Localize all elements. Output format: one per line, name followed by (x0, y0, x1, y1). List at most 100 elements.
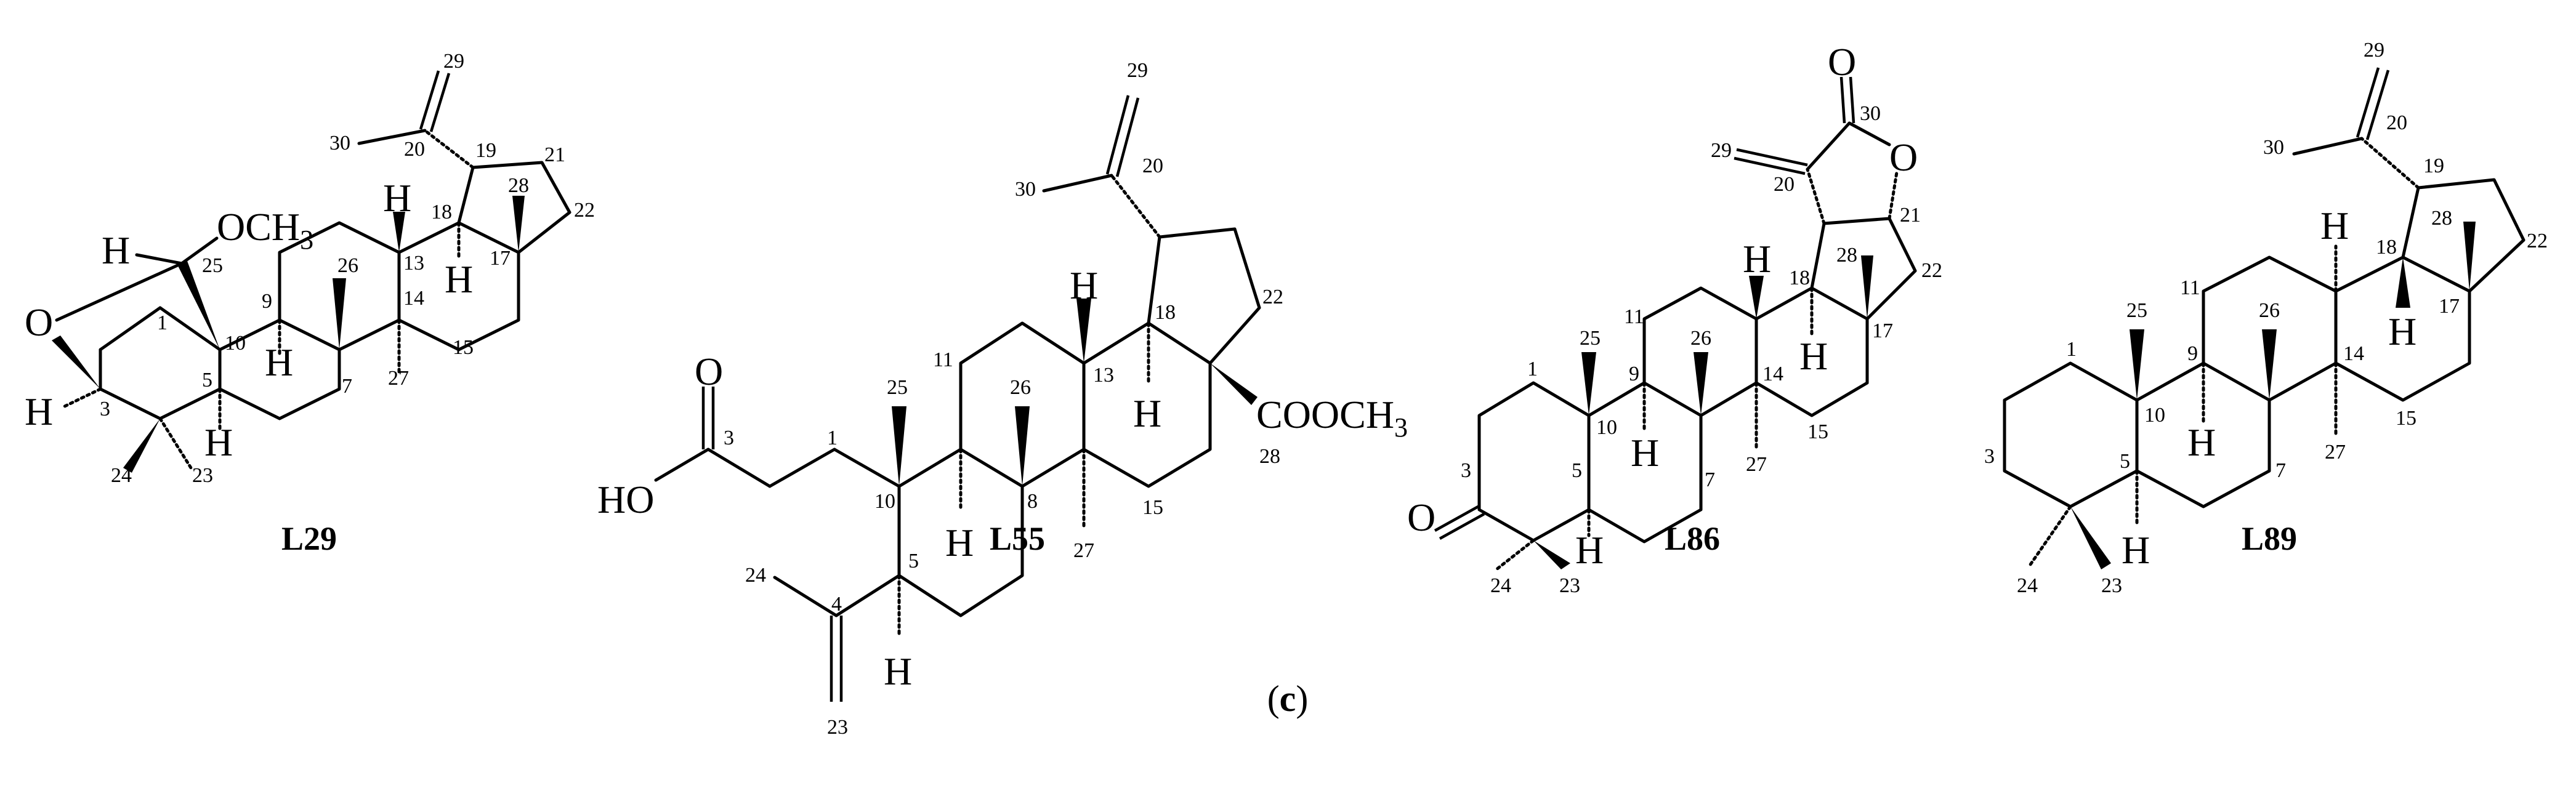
hydrogen-13: H (1070, 263, 1098, 307)
hydrogen-5: H (1575, 528, 1604, 572)
svg-text:11: 11 (933, 348, 953, 371)
svg-text:21: 21 (1900, 204, 1921, 227)
svg-text:27: 27 (2325, 441, 2346, 464)
svg-text:19: 19 (2423, 155, 2444, 177)
svg-text:22: 22 (2527, 230, 2548, 252)
svg-text:9: 9 (262, 290, 272, 313)
ketone-oxygen: O (1407, 496, 1435, 539)
svg-text:15: 15 (1142, 496, 1163, 519)
hydrogen-18: H (1799, 334, 1828, 378)
svg-text:10: 10 (874, 490, 895, 513)
svg-text:20: 20 (1142, 155, 1163, 177)
svg-text:5: 5 (908, 550, 919, 572)
svg-text:5: 5 (1572, 459, 1582, 482)
svg-text:30: 30 (2263, 136, 2284, 159)
hydrogen-5: H (884, 649, 912, 693)
compound-L86-structure: O O O H H H H 1 3 5 7 9 10 11 14 15 17 1… (1407, 40, 1942, 597)
svg-text:25: 25 (1580, 327, 1601, 350)
svg-text:11: 11 (2180, 276, 2200, 299)
svg-text:7: 7 (342, 375, 352, 398)
svg-text:3: 3 (1461, 459, 1471, 482)
lactone-carbonyl-oxygen: O (1828, 40, 1856, 84)
hydrogen-13: H (383, 176, 411, 220)
svg-text:30: 30 (1015, 178, 1036, 201)
hydrogen-9: H (265, 340, 293, 384)
hydrogen-18: H (1133, 391, 1161, 435)
svg-text:27: 27 (1746, 453, 1767, 476)
svg-text:28: 28 (1259, 445, 1280, 468)
svg-text:15: 15 (2396, 407, 2417, 430)
svg-text:20: 20 (404, 138, 425, 161)
svg-text:14: 14 (1762, 363, 1783, 385)
svg-text:3: 3 (724, 427, 734, 449)
compound-label-L86: L86 (1665, 520, 1720, 557)
svg-text:10: 10 (2144, 404, 2165, 427)
ring-oxygen: O (25, 300, 53, 344)
locant-labels-L29: 1 3 5 7 9 10 13 14 15 17 18 19 20 21 22 … (100, 50, 595, 487)
hydrogen-9: H (1631, 431, 1659, 475)
svg-text:10: 10 (1596, 416, 1617, 439)
svg-text:23: 23 (2101, 574, 2122, 597)
svg-text:22: 22 (1262, 286, 1283, 308)
hydrogen-18: H (2388, 310, 2417, 353)
hydrogen-9: H (945, 521, 974, 564)
compound-label-L29: L29 (281, 520, 337, 557)
svg-text:19: 19 (475, 139, 496, 162)
acid-hydroxyl: HO (597, 478, 654, 521)
svg-text:29: 29 (2364, 39, 2384, 62)
svg-text:9: 9 (2187, 342, 2198, 365)
svg-text:18: 18 (431, 201, 452, 223)
hydrogen-3: H (25, 390, 53, 433)
compound-L29-structure: O OCH3 H H H H H H 1 3 5 7 9 10 13 14 15… (25, 50, 595, 557)
svg-text:14: 14 (2343, 342, 2364, 365)
hydrogen-13: H (1743, 237, 1771, 281)
svg-text:25: 25 (887, 376, 908, 399)
svg-text:30: 30 (329, 132, 350, 155)
locant-labels-L86: 1 3 5 7 9 10 11 14 15 17 18 20 21 22 23 … (1461, 102, 1942, 597)
svg-text:29: 29 (443, 50, 464, 73)
svg-text:13: 13 (1093, 364, 1114, 387)
svg-text:25: 25 (202, 254, 223, 277)
compound-label-L89: L89 (2242, 520, 2297, 557)
locant-labels-L89: 1 3 5 7 9 10 11 14 15 17 18 19 20 22 23 … (1984, 39, 2548, 597)
svg-text:26: 26 (2259, 299, 2280, 322)
hydrogen-5: H (2122, 528, 2150, 572)
hydrogen-5: H (204, 420, 233, 464)
svg-text:24: 24 (111, 464, 132, 487)
svg-text:22: 22 (574, 199, 595, 222)
svg-text:18: 18 (1155, 301, 1176, 324)
methyl-ester-group: COOCH3 (1256, 393, 1408, 443)
svg-text:27: 27 (1073, 539, 1094, 562)
svg-text:14: 14 (403, 287, 424, 310)
hydrogen-9: H (2187, 420, 2216, 464)
svg-text:25: 25 (2126, 299, 2147, 322)
panel-label: (c) (1267, 678, 1309, 719)
svg-text:17: 17 (490, 247, 511, 270)
svg-text:30: 30 (1860, 102, 1881, 125)
svg-text:28: 28 (2431, 207, 2452, 230)
hydrogen-18: H (445, 257, 473, 301)
svg-text:23: 23 (1559, 574, 1580, 597)
svg-text:11: 11 (1624, 305, 1644, 328)
svg-text:1: 1 (157, 311, 168, 334)
svg-text:18: 18 (2376, 236, 2397, 259)
svg-text:18: 18 (1789, 267, 1810, 289)
svg-text:28: 28 (508, 174, 529, 197)
svg-text:23: 23 (827, 716, 848, 739)
svg-text:1: 1 (2066, 338, 2077, 361)
svg-text:29: 29 (1127, 59, 1148, 82)
svg-text:26: 26 (1010, 376, 1031, 399)
svg-text:7: 7 (1705, 468, 1715, 491)
svg-text:13: 13 (403, 252, 424, 275)
acid-carbonyl-oxygen: O (695, 350, 723, 393)
svg-text:17: 17 (1872, 319, 1893, 342)
compound-label-L55: L55 (990, 520, 1045, 557)
svg-text:26: 26 (1690, 327, 1711, 350)
svg-text:3: 3 (1984, 445, 1995, 468)
svg-text:1: 1 (1527, 358, 1538, 380)
svg-text:1: 1 (827, 427, 838, 449)
svg-text:5: 5 (202, 369, 212, 391)
svg-text:23: 23 (192, 464, 213, 487)
svg-text:15: 15 (1807, 420, 1828, 443)
svg-text:17: 17 (2439, 295, 2460, 318)
